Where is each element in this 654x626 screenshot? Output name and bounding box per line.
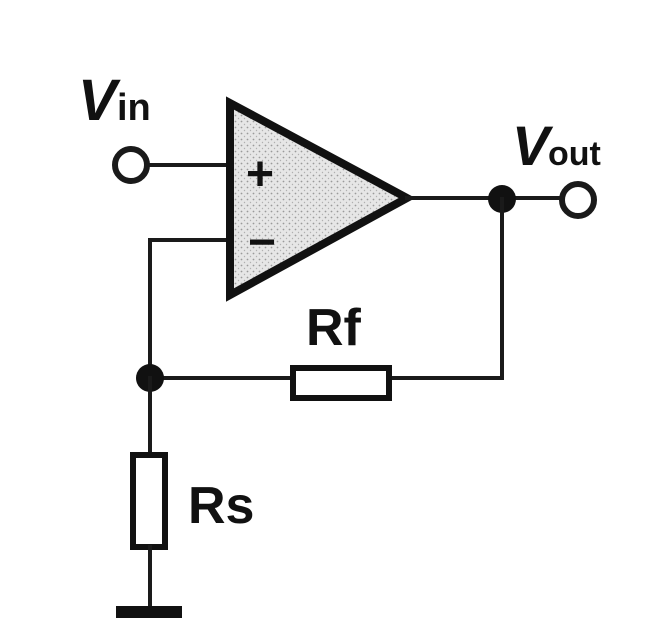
- inverting-input-wire: [148, 238, 234, 380]
- vin-terminal: [112, 146, 150, 184]
- rs-label: Rs: [188, 477, 254, 535]
- vin-subscript: in: [117, 87, 151, 129]
- vout-subscript: out: [548, 135, 601, 173]
- ground-symbol: [116, 606, 182, 618]
- vout-terminal: [559, 181, 597, 219]
- minus-sign: −: [248, 216, 276, 269]
- feedback-wire-right: [388, 197, 504, 380]
- vin-label: V: [78, 68, 121, 133]
- rf-resistor: [290, 365, 392, 401]
- vout-label: V: [512, 114, 554, 177]
- opamp-triangle: [226, 96, 416, 302]
- rf-label: Rf: [306, 299, 362, 357]
- rs-resistor: [130, 452, 168, 550]
- plus-sign: +: [246, 148, 274, 201]
